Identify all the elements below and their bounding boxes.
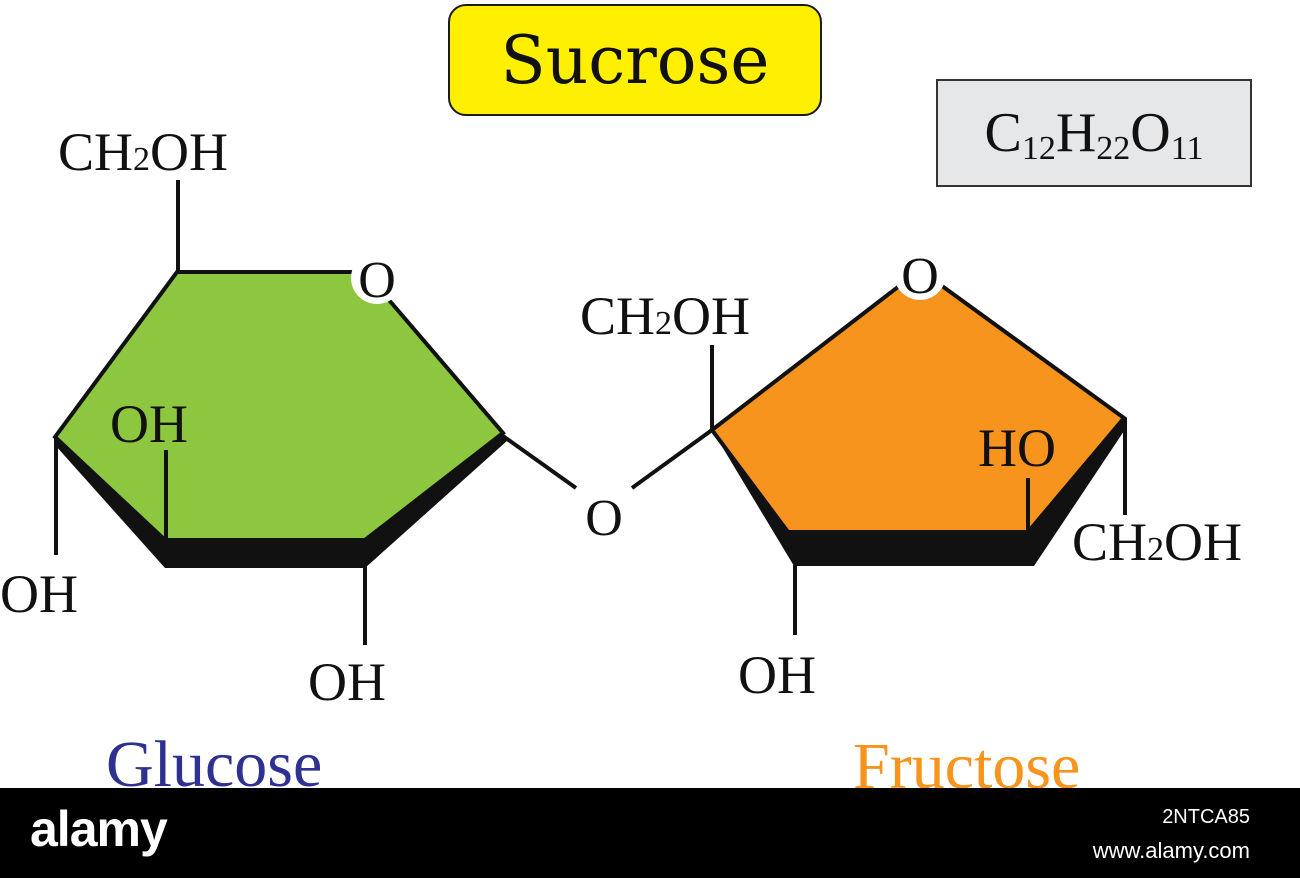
formula-element-o: O: [1130, 102, 1171, 164]
fructose-ho-label: HO: [978, 418, 1056, 478]
glucose-oh-bottom-label: OH: [308, 652, 386, 712]
fructose-ch2oh-right-label: CH2OH: [1072, 512, 1242, 572]
glucose-ch2oh-label: CH2OH: [58, 122, 228, 182]
footer-url: www.alamy.com: [1092, 838, 1250, 863]
fructose-oh-bottom-label: OH: [738, 645, 816, 705]
glucose-ring-front-edge: [55, 433, 508, 568]
bridge-bond-left: [501, 434, 578, 490]
fructose-ring: [709, 267, 1127, 566]
fructose-ch2oh-top-label: CH2OH: [580, 286, 750, 346]
bridge-bond-right: [630, 428, 714, 490]
formula-count-h: 22: [1096, 130, 1131, 167]
page-title: Sucrose: [500, 21, 770, 99]
image-id: 2NTCA85: [1162, 806, 1250, 828]
glucose-ring-oxygen-halo: [351, 252, 403, 304]
bridge-oxygen: O: [585, 490, 623, 547]
fructose-ring-oxygen: O: [901, 248, 939, 305]
formula-count-o: 11: [1170, 130, 1204, 167]
formula-element-c: C: [984, 102, 1022, 164]
alamy-logo: alamy: [30, 801, 168, 857]
formula-element-h: H: [1055, 102, 1097, 164]
formula-count-c: 12: [1021, 130, 1056, 167]
glucose-ring-oxygen: O: [358, 252, 396, 309]
fructose-ring-oxygen-halo: [894, 248, 946, 300]
title-box: Sucrose: [448, 4, 822, 116]
watermark-footer: alamy 2NTCA85 www.alamy.com: [0, 788, 1300, 878]
fructose-ring-front-edge: [712, 418, 1126, 566]
glucose-oh-left-label: OH: [0, 564, 78, 624]
glucose-oh-upper-label: OH: [110, 394, 188, 454]
